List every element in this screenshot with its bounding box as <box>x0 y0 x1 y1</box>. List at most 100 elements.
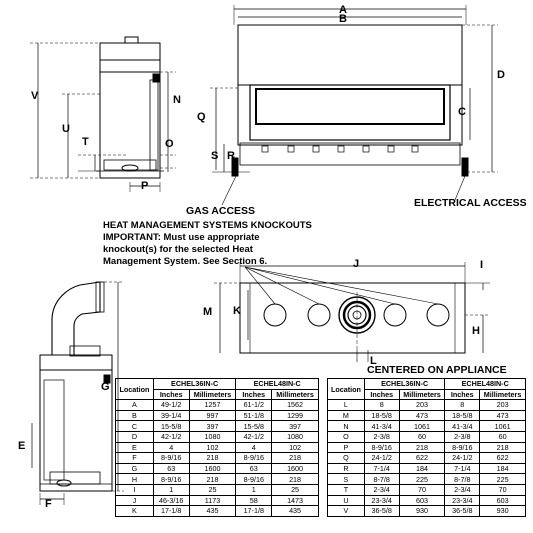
value-cell: 203 <box>398 399 446 411</box>
table-right-location-header: Location <box>327 377 365 401</box>
value-cell: 60 <box>479 430 526 443</box>
table-right-inches-header-2: Inches <box>444 388 481 401</box>
value-cell: 25 <box>188 483 237 496</box>
value-cell: 203 <box>479 399 526 411</box>
dim-label-s: S <box>211 150 219 162</box>
value-cell: 622 <box>398 452 446 464</box>
value-cell: 102 <box>188 441 237 454</box>
value-cell: 225 <box>479 473 526 485</box>
value-cell: 397 <box>188 420 237 432</box>
location-cell: P <box>327 441 365 454</box>
dim-label-t: T <box>82 136 89 148</box>
top-view <box>214 262 490 362</box>
value-cell: 24-1/2 <box>444 452 481 464</box>
location-cell: O <box>327 430 365 443</box>
dim-label-u: U <box>62 123 70 135</box>
vent-gas-inlet <box>56 479 72 487</box>
value-cell: 1600 <box>271 462 319 475</box>
value-cell: 473 <box>479 409 526 422</box>
table-left-model2-header: ECHEL48IN-C <box>235 378 319 390</box>
location-cell: S <box>327 473 365 485</box>
location-cell: U <box>327 494 365 507</box>
value-cell: 102 <box>271 441 319 454</box>
location-cell: A <box>115 399 154 411</box>
value-cell: 7-1/4 <box>363 462 400 475</box>
value-cell: 39-1/4 <box>152 409 190 422</box>
dim-label-k: K <box>233 305 241 317</box>
hms-note-line-2: knockout(s) for the selected Heat <box>103 244 253 255</box>
value-cell: 1 <box>235 483 273 496</box>
value-cell: 18-5/8 <box>363 409 400 422</box>
value-cell: 1080 <box>188 430 237 443</box>
value-cell: 25 <box>271 483 319 496</box>
value-cell: 435 <box>188 505 237 517</box>
dim-label-j: J <box>353 258 360 270</box>
knockout-3 <box>383 303 407 327</box>
location-cell: H <box>115 473 154 485</box>
dim-label-m: M <box>203 306 213 318</box>
value-cell: 23-3/4 <box>444 494 481 507</box>
side-view-body <box>99 42 161 179</box>
dim-label-d: D <box>497 69 505 81</box>
value-cell: 70 <box>398 483 446 496</box>
value-cell: 60 <box>398 430 446 443</box>
value-cell: 63 <box>152 462 190 475</box>
value-cell: 184 <box>398 462 446 475</box>
dim-label-v: V <box>31 90 39 102</box>
location-cell: G <box>115 462 154 475</box>
table-left-mm-header-2: Millimeters <box>271 388 319 401</box>
dim-label-r: R <box>227 150 235 162</box>
value-cell: 18-5/8 <box>444 409 481 422</box>
dim-label-h: H <box>472 325 480 337</box>
dim-label-o: O <box>165 138 174 150</box>
value-cell: 8-7/8 <box>444 473 481 485</box>
location-cell: D <box>115 430 154 443</box>
value-cell: 218 <box>188 452 237 464</box>
table-right-model2-header: ECHEL48IN-C <box>444 378 526 390</box>
value-cell: 1080 <box>271 430 319 443</box>
knockout-1 <box>263 303 287 327</box>
value-cell: 397 <box>271 420 319 432</box>
dim-label-q: Q <box>197 111 206 123</box>
value-cell: 473 <box>398 409 446 422</box>
table-right-mm-header-2: Millimeters <box>479 388 526 401</box>
knockout-2 <box>307 303 331 327</box>
vent-side-view <box>31 281 124 505</box>
value-cell: 8-9/16 <box>152 452 190 464</box>
dim-label-i: I <box>480 259 484 271</box>
value-cell: 8 <box>363 399 400 411</box>
gas-access-box <box>231 157 239 177</box>
value-cell: 23-3/4 <box>363 494 400 507</box>
knockout-4 <box>426 303 450 327</box>
top-view-body <box>239 282 466 354</box>
value-cell: 1061 <box>398 420 446 432</box>
dim-label-p: P <box>141 180 149 192</box>
table-left-inches-header-2: Inches <box>235 388 273 401</box>
value-cell: 997 <box>188 409 237 422</box>
dim-label-e: E <box>18 440 26 452</box>
value-cell: 2-3/4 <box>444 483 481 496</box>
value-cell: 24-1/2 <box>363 452 400 464</box>
value-cell: 4 <box>152 441 190 454</box>
location-cell: T <box>327 483 365 496</box>
location-cell: E <box>115 441 154 454</box>
front-view <box>210 5 498 206</box>
centered-on-appliance-label: CENTERED ON APPLIANCE <box>367 364 507 376</box>
dim-label-l: L <box>370 355 377 367</box>
value-cell: 8-7/8 <box>363 473 400 485</box>
value-cell: 51-1/8 <box>235 409 273 422</box>
dim-label-c: C <box>458 106 466 118</box>
value-cell: 7-1/4 <box>444 462 481 475</box>
table-right-model1-header: ECHEL36IN-C <box>363 378 446 390</box>
value-cell: 1 <box>152 483 190 496</box>
